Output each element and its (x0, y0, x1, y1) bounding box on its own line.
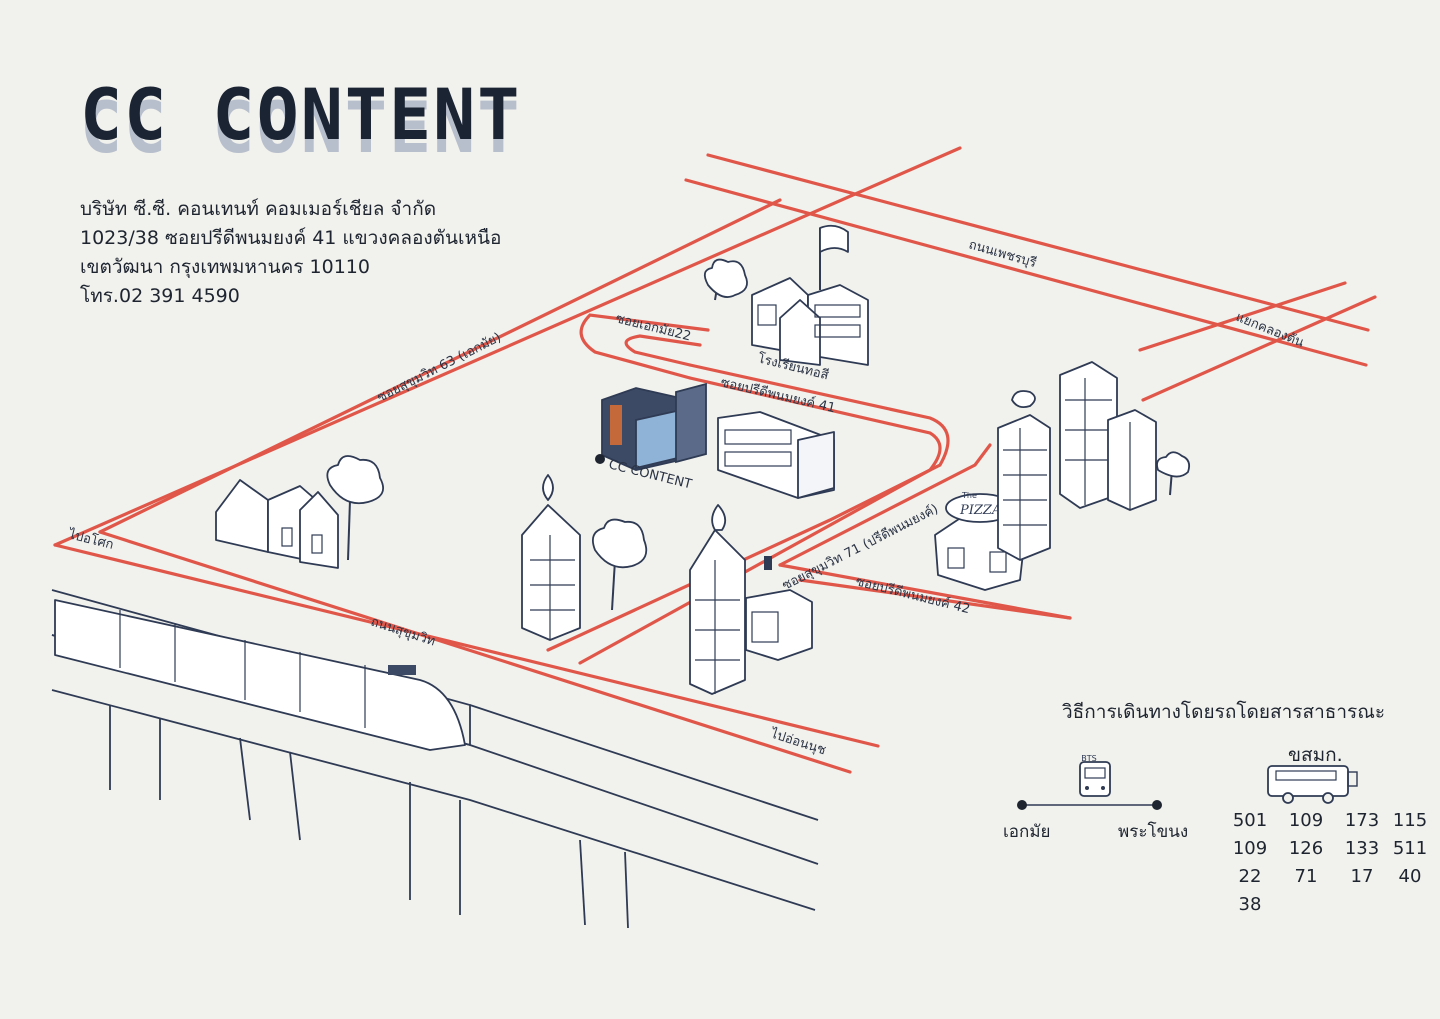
bts-station-to: พระโขนง (1118, 822, 1189, 842)
road-ekkamai22-a (579, 313, 710, 380)
road-phetchaburi-a (706, 153, 1370, 332)
bus-icon (1267, 765, 1358, 804)
road-khlongtan-a (1138, 281, 1347, 352)
pizza-sign-small: The (961, 491, 977, 500)
label-sukhumvit: ถนนสุขุมวิท (369, 615, 437, 650)
road-sukhumvit63-b (98, 198, 782, 534)
school-building: โรงเรียนทอสี (751, 224, 869, 383)
pizza-sign: PIZZA (959, 503, 1001, 518)
bts-badge: BTS (1081, 754, 1096, 763)
bus-line: 17 (1350, 866, 1374, 887)
location-pin-icon (595, 454, 605, 464)
tower-building (689, 504, 813, 695)
tower-building (521, 474, 581, 641)
bus-line: 133 (1344, 838, 1380, 859)
tree-icon (326, 455, 384, 561)
flag-icon (819, 224, 849, 253)
sign-icon (764, 556, 772, 570)
transit-heading: วิธีการเดินทางโดยรถโดยสารสาธารณะ (1062, 701, 1386, 723)
road-sukhumvit71-a (778, 443, 992, 567)
road-network (53, 146, 1377, 774)
address-line-2: เขตวัฒนา กรุงเทพมหานคร 10110 (80, 256, 370, 278)
station-dot-icon (1017, 800, 1027, 810)
road-khlongtan-b (1141, 295, 1377, 402)
road-phetchaburi-b (684, 178, 1368, 367)
label-sukhumvit63: ซอยสุขุมวิท 63 (เอกมัย) (375, 330, 504, 405)
bus-line: 173 (1344, 810, 1380, 831)
bts-train-icon (1079, 761, 1111, 797)
bank-logo-icon (1011, 390, 1036, 409)
tree-icon (703, 258, 748, 301)
bus-heading: ขสมก. (1288, 744, 1343, 766)
bus-line: 109 (1288, 810, 1324, 831)
logo-title: CC CONTENT CC CONTENT (80, 70, 540, 170)
bts-skytrain (51, 589, 819, 929)
bus-lines: 501 109 173 115 109 126 133 511 22 71 17… (1222, 809, 1430, 916)
bus-line: 511 (1392, 838, 1428, 859)
road-pridi42 (778, 563, 1072, 620)
bus-line: 115 (1392, 810, 1428, 831)
train-roof-unit (388, 665, 416, 675)
road-ekkamai22-b (624, 334, 702, 367)
bus-line: 126 (1288, 838, 1324, 859)
high-rise-buildings (997, 361, 1157, 561)
company-name: บริษัท ซี.ซี. คอนเทนท์ คอมเมอร์เชียล จำก… (80, 198, 437, 220)
road-sukhumvit-a (53, 543, 880, 748)
page-title: CC CONTENT (80, 74, 522, 156)
tree-icon (1156, 451, 1191, 496)
road-pridi42-b (798, 578, 1072, 620)
road-pridi41-b (578, 376, 942, 665)
tree-icon (592, 518, 648, 611)
phone-number: โทร.02 391 4590 (80, 285, 240, 307)
station-dot-icon (1152, 800, 1162, 810)
address-line-1: 1023/38 ซอยปรีดีพนมยงค์ 41 แขวงคลองตันเห… (80, 227, 502, 249)
road-sukhumvit-b (98, 530, 852, 774)
cc-content-building: CC CONTENT (595, 382, 707, 492)
temple-building (215, 479, 339, 569)
office-block (717, 411, 835, 499)
bus-line: 22 (1238, 866, 1262, 887)
bus-line: 38 (1238, 894, 1262, 915)
bts-route: BTS (1017, 754, 1162, 810)
company-address: บริษัท ซี.ซี. คอนเทนท์ คอมเมอร์เชียล จำก… (80, 195, 550, 311)
bus-line: 40 (1398, 866, 1422, 887)
road-pridi41-a (546, 363, 950, 652)
bus-line: 501 (1232, 810, 1268, 831)
bts-station-from: เอกมัย (1003, 822, 1051, 842)
bus-line: 71 (1294, 866, 1318, 887)
bus-line: 109 (1232, 838, 1268, 859)
title-shadow: CC CONTENT (80, 87, 522, 169)
